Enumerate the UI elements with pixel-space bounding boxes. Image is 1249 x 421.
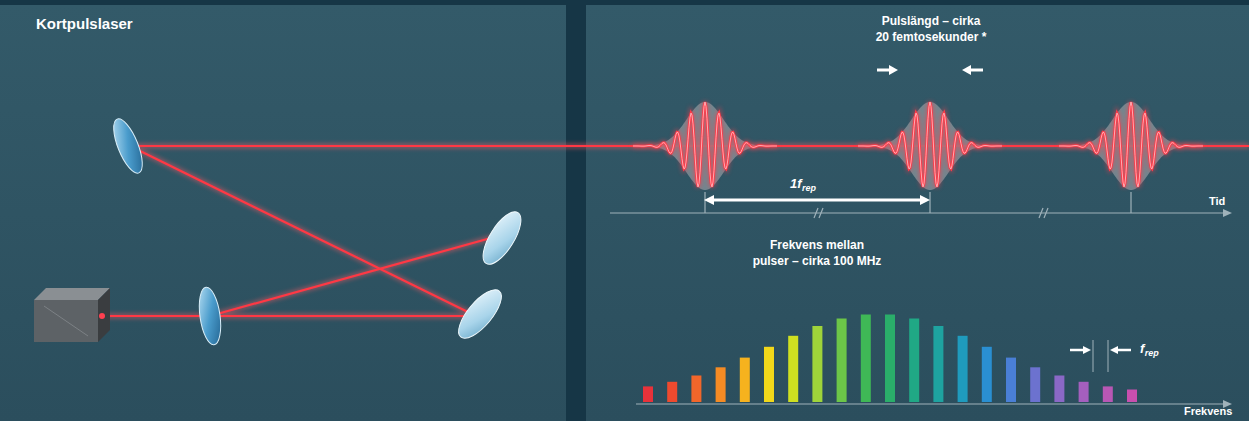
comb-line	[1127, 390, 1137, 403]
comb-line	[812, 326, 822, 402]
period-label: Frekvens mellan pulser – cirka 100 MHz	[739, 238, 895, 269]
comb-line	[764, 347, 774, 402]
pulse-wave	[633, 102, 777, 187]
pulse-length-arrows	[877, 65, 983, 75]
comb-line	[909, 319, 919, 403]
comb-line	[1054, 376, 1064, 403]
frequency-axis	[636, 403, 1226, 404]
comb-line	[691, 376, 701, 403]
comb-line	[837, 319, 847, 403]
comb-line	[1030, 367, 1040, 402]
mirror	[452, 283, 509, 344]
axis-label: Frekvens	[1184, 404, 1232, 418]
subscript: rep	[802, 183, 816, 195]
pulse-highlight	[1059, 102, 1203, 187]
right-panel	[586, 5, 1249, 421]
comb-line	[643, 386, 653, 402]
comb-line	[1006, 358, 1016, 402]
frep-symbol: f	[1140, 341, 1144, 358]
pulse-wave	[858, 102, 1002, 187]
pulse-envelope	[633, 102, 777, 190]
axis-arrowhead	[1223, 209, 1232, 217]
pulse-glow	[858, 102, 1002, 187]
pulse-envelope	[858, 102, 1002, 190]
comb-line	[861, 315, 871, 403]
axis-label: Tid	[1209, 194, 1225, 208]
comb-line	[1103, 386, 1113, 402]
period-arrow	[704, 195, 930, 205]
beam-glow	[100, 146, 1249, 316]
comb-line	[1079, 382, 1089, 402]
comb-line	[716, 367, 726, 402]
mirror	[108, 115, 148, 176]
comb-line	[740, 358, 750, 402]
frequency-comb	[643, 315, 1137, 403]
comb-line	[933, 326, 943, 402]
time-axis	[610, 192, 1226, 218]
pulse-envelope	[1059, 102, 1203, 190]
pulse-glow	[633, 102, 777, 187]
panel-title: Kortpulslaser	[36, 14, 133, 34]
subscript: rep	[1145, 348, 1159, 360]
laser-source	[34, 288, 110, 342]
comb-line	[667, 382, 677, 402]
pulse-glow	[1059, 102, 1203, 187]
pulse-train	[633, 102, 1203, 190]
pulse-highlight	[633, 102, 777, 187]
pulse-length-label: Pulslängd – cirka 20 femtosekunder *	[866, 14, 996, 45]
left-panel	[0, 5, 566, 421]
pulse-wave	[1059, 102, 1203, 187]
comb-line	[885, 315, 895, 403]
comb-line	[958, 336, 968, 402]
mirror	[196, 286, 224, 346]
mirror	[476, 206, 528, 270]
period-symbol: 1f	[790, 176, 802, 193]
laser-beam	[100, 146, 1249, 316]
comb-line	[788, 336, 798, 402]
pulse-highlight	[858, 102, 1002, 187]
comb-line	[982, 347, 992, 402]
frep-marker	[1070, 340, 1131, 372]
